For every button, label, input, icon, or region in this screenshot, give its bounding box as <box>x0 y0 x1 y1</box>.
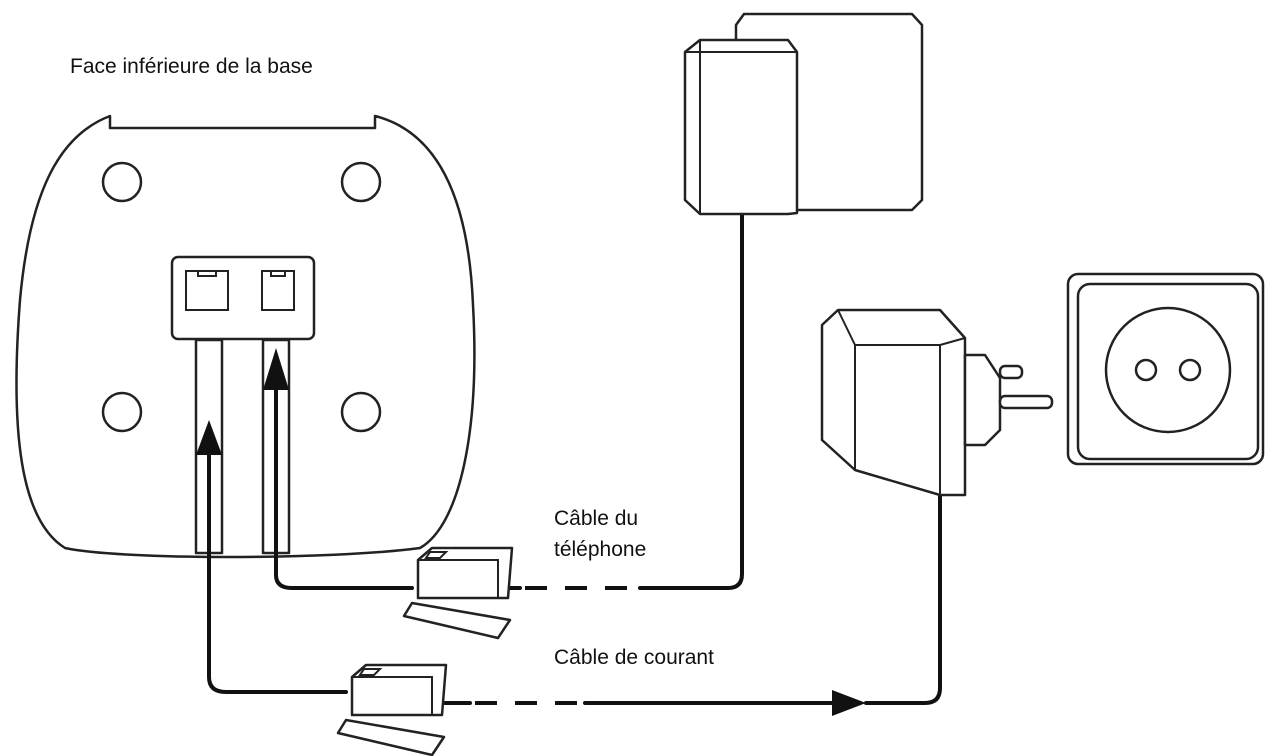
base-underside-label: Face inférieure de la base <box>70 55 313 78</box>
power-cable-label: Câble de courant <box>554 646 714 669</box>
electrical-outlet-icon <box>1066 272 1265 466</box>
phone-cable-label-line1: Câble du <box>554 507 639 530</box>
power-adapter-icon <box>820 308 1054 497</box>
telephone-wall-jack-icon <box>683 12 924 216</box>
direction-arrows <box>196 348 866 716</box>
phone-cable-label-line2: téléphone <box>554 538 647 561</box>
power-cable-connector <box>336 663 448 756</box>
phone-cable-connector <box>402 546 514 640</box>
phone-base-underside-icon <box>15 114 476 559</box>
